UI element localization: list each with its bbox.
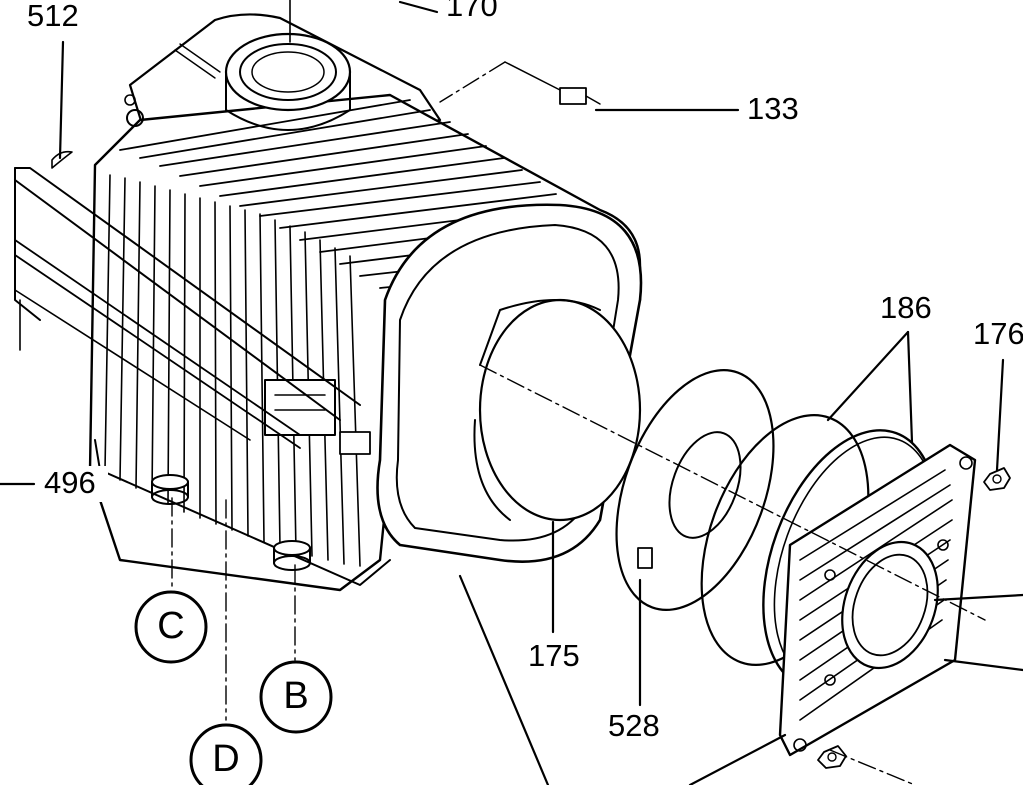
label-176: 176 xyxy=(973,316,1023,351)
connection-circle-d xyxy=(189,723,263,785)
gasket-part xyxy=(615,369,775,611)
connection-letter-b: B xyxy=(283,675,309,717)
label-186: 186 xyxy=(880,290,932,325)
connection-circle-c xyxy=(134,590,208,664)
label-496: 496 xyxy=(44,465,96,500)
label-512: 512 xyxy=(27,0,79,33)
label-170: 170 xyxy=(446,0,498,23)
label-528: 528 xyxy=(608,708,660,743)
connection-circle-b xyxy=(259,660,333,734)
heat-exchanger-body xyxy=(14,0,643,592)
nut-part-176 xyxy=(983,467,1011,491)
burner-door-plate xyxy=(778,443,1023,757)
connection-letter-c: C xyxy=(157,605,185,647)
nut-part-lower xyxy=(817,745,847,769)
connection-letter-d: D xyxy=(212,738,240,780)
label-175: 175 xyxy=(528,638,580,673)
centerlines xyxy=(171,61,986,785)
sensor-part xyxy=(504,61,601,105)
label-133: 133 xyxy=(747,91,799,126)
